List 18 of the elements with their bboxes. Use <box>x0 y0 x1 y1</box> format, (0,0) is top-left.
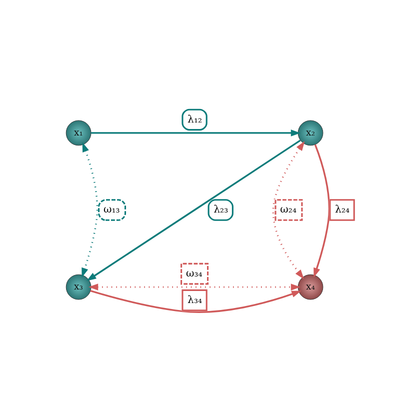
edge-label: ω₂₄ <box>280 204 296 216</box>
edge-label: λ₃₄ <box>187 294 202 306</box>
edge-label: λ₂₃ <box>213 204 228 216</box>
arrow <box>272 141 304 280</box>
arrow <box>81 142 98 278</box>
edge-label: λ₂₄ <box>334 204 350 216</box>
edge-label: ω₃₄ <box>185 268 202 280</box>
arrow <box>90 290 301 313</box>
node-circle: x₁ <box>65 120 91 146</box>
node-circle: x₂ <box>297 120 323 146</box>
edge-label: λ₁₂ <box>187 114 202 126</box>
edge-label: ω₁₃ <box>102 204 120 216</box>
arrow <box>86 140 300 282</box>
arrow <box>90 130 300 136</box>
arrow <box>313 144 330 278</box>
node-circle: x₄ <box>297 274 323 300</box>
arrow <box>88 284 300 290</box>
node-circle: x₃ <box>65 274 91 300</box>
